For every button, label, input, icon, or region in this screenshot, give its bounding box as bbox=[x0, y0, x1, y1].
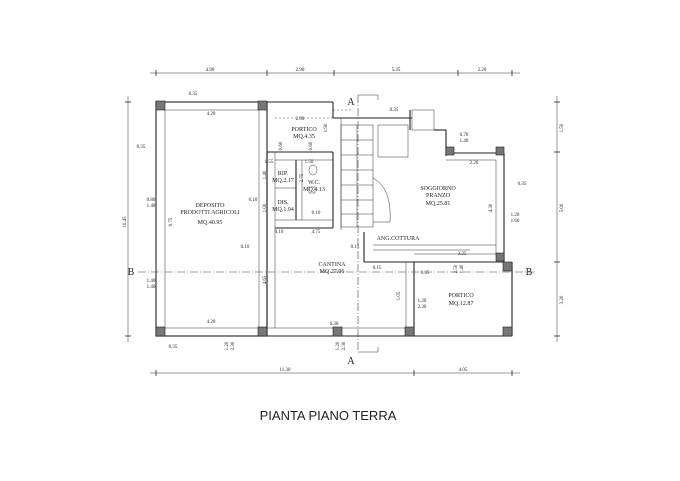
dim-inner: 2.90 bbox=[296, 117, 305, 122]
dim-left-total: 10.45 bbox=[123, 216, 128, 228]
drawing-title: PIANTA PIANO TERRA bbox=[260, 408, 397, 423]
dim-inner: 1.20 bbox=[225, 341, 230, 350]
dim-inner: 0.35 bbox=[137, 145, 146, 150]
room-soggiorno-name: SOGGIORNO bbox=[420, 186, 456, 192]
room-rip-name: RIP. bbox=[278, 171, 289, 177]
inner-dimensions: 0.35 4.20 0.35 0.80 1.40 1.40 1.40 9.75 … bbox=[137, 92, 527, 350]
dim-inner: 0.35 bbox=[421, 271, 430, 276]
room-deposito-name: DEPOSITO bbox=[196, 203, 226, 209]
dim-inner: 4.20 bbox=[207, 112, 216, 117]
dim-inner: 0.10 bbox=[275, 230, 284, 235]
dim-inner: 2.30 bbox=[231, 341, 236, 350]
bottom-dimension-chain: 11.30 4.05 bbox=[150, 368, 520, 376]
room-portico-top-area: MQ.4.35 bbox=[293, 134, 315, 140]
dim-inner: 4.20 bbox=[207, 320, 216, 325]
dim-right-1: 1.50 bbox=[560, 123, 565, 132]
dim-inner: 2.20 bbox=[470, 161, 479, 166]
dim-top-3: 5.35 bbox=[392, 68, 401, 73]
dim-bottom-2: 4.05 bbox=[459, 368, 468, 373]
room-soggiorno-area: MQ.25.81 bbox=[426, 201, 451, 207]
dim-top-1: 4.90 bbox=[206, 68, 215, 73]
dim-inner: 0.35 bbox=[390, 108, 399, 113]
dim-inner: 1.90 bbox=[324, 123, 329, 132]
room-deposito-area: MQ.40.95 bbox=[198, 220, 223, 226]
room-wc-area: MQ.4.13 bbox=[303, 187, 325, 193]
dim-inner: 0.10 bbox=[249, 198, 258, 203]
dim-inner: 1.05 bbox=[397, 291, 402, 300]
dim-inner: 1.40 bbox=[263, 170, 268, 179]
dim-inner: 1.00 bbox=[263, 203, 268, 212]
dim-inner: 2.30 bbox=[418, 305, 427, 310]
room-portico-bottom-name: PORTICO bbox=[448, 293, 474, 299]
section-a-bottom: A bbox=[347, 356, 355, 367]
dim-inner: 1.20 bbox=[336, 341, 341, 350]
dim-inner: 6.30 bbox=[330, 322, 339, 327]
dim-inner: 0.35 bbox=[169, 345, 178, 350]
room-ang-cottura-name: ANG.COTTURA bbox=[377, 236, 420, 242]
room-portico-bottom-area: MQ.12.87 bbox=[449, 301, 474, 307]
dim-inner: 4.65 bbox=[263, 275, 268, 284]
right-dimension-chain: 1.50 5.00 3.20 bbox=[554, 96, 565, 342]
dim-inner: 0.70 bbox=[460, 133, 469, 138]
room-cantina-name: CANTINA bbox=[319, 262, 347, 268]
dim-bottom-1: 11.30 bbox=[279, 368, 291, 373]
room-rip-area: MQ.2.17 bbox=[272, 178, 294, 184]
dim-top-4: 2.20 bbox=[478, 68, 487, 73]
dim-inner: 0.35 bbox=[189, 92, 198, 97]
dim-inner: 2.50 bbox=[454, 264, 459, 273]
room-deposito-name-2: PRODOTTI AGRICOLI bbox=[180, 210, 240, 216]
dim-inner: 0.15 bbox=[373, 266, 382, 271]
dim-inner: 0.60 bbox=[309, 141, 314, 150]
columns bbox=[155, 100, 513, 337]
dim-right-3: 3.20 bbox=[560, 295, 565, 304]
dim-inner: 1.20 bbox=[418, 299, 427, 304]
dim-inner: 2.30 bbox=[342, 341, 347, 350]
outer-walls bbox=[155, 101, 513, 337]
dim-inner: 2.75 bbox=[300, 173, 305, 182]
dim-inner: 4.30 bbox=[489, 203, 494, 212]
dim-inner: 0.15 bbox=[351, 245, 360, 250]
section-b-right: B bbox=[526, 267, 533, 278]
dim-inner: 0.80 bbox=[147, 198, 156, 203]
dim-inner: 1.50 bbox=[305, 160, 314, 165]
left-dimension: 10.45 bbox=[123, 96, 131, 342]
dim-inner: 1.40 bbox=[460, 139, 469, 144]
dim-inner: 9.75 bbox=[169, 217, 174, 226]
room-portico-top-name: PORTICO bbox=[291, 127, 317, 133]
section-lines: A A B B bbox=[128, 94, 535, 367]
room-wc-name: W.C. bbox=[308, 180, 321, 186]
section-b-left: B bbox=[128, 267, 135, 278]
dim-right-2: 5.00 bbox=[560, 203, 565, 212]
dim-inner: 0.10 bbox=[312, 211, 321, 216]
dim-inner: 1.60 bbox=[511, 219, 520, 224]
dim-inner: 1.40 bbox=[147, 204, 156, 209]
room-dis-area: MQ.1.94 bbox=[272, 207, 294, 213]
dim-inner: 4.75 bbox=[312, 230, 321, 235]
dim-inner: 1.55 bbox=[265, 160, 274, 165]
dim-inner: 0.35 bbox=[518, 182, 527, 187]
room-dis-name: DIS. bbox=[277, 200, 289, 206]
dim-inner: 1.40 bbox=[460, 264, 465, 273]
dim-inner: 1.40 bbox=[147, 279, 156, 284]
dim-inner: 1.20 bbox=[511, 213, 520, 218]
top-dimension-chain: 4.90 2.90 5.35 2.20 bbox=[150, 68, 520, 76]
dim-inner: 1.40 bbox=[147, 285, 156, 290]
dim-inner: 3.25 bbox=[458, 252, 467, 257]
section-a-top: A bbox=[347, 97, 355, 108]
dim-inner: 0.60 bbox=[279, 141, 284, 150]
room-cantina-area: MQ.27.06 bbox=[320, 269, 345, 275]
dim-top-2: 2.90 bbox=[296, 68, 305, 73]
room-soggiorno-name-2: PRANZO bbox=[426, 193, 451, 199]
dim-inner: 0.10 bbox=[241, 245, 250, 250]
room-labels: DEPOSITO PRODOTTI AGRICOLI MQ.40.95 PORT… bbox=[180, 127, 474, 307]
